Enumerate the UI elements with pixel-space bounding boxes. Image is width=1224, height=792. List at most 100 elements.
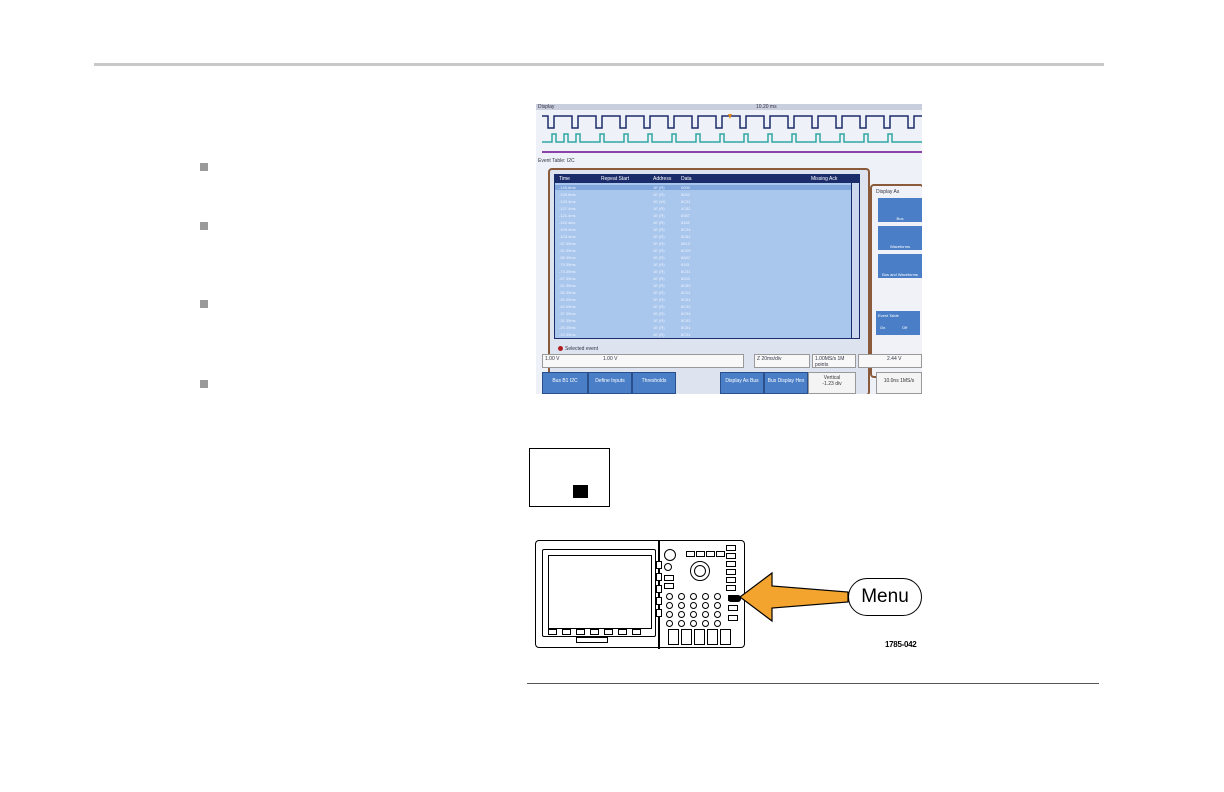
side-button — [656, 609, 662, 617]
display-as-bus-and-waveforms-option[interactable]: Bus and Waveforms — [878, 254, 922, 278]
small-knob-icon — [690, 620, 697, 627]
side-button — [656, 597, 662, 605]
event-table-frame: Time Repeat Start Address Data Missing A… — [548, 168, 870, 394]
table-row[interactable]: -55.39ms 1E (R) 8C01 — [555, 290, 851, 295]
event-table-scrollbar[interactable] — [851, 183, 859, 338]
table-cell: 1E (R) — [653, 318, 665, 323]
table-cell: 1E (R) — [653, 290, 665, 295]
table-cell: -103.4ms — [559, 234, 576, 239]
table-cell: 1E (R) — [653, 241, 665, 246]
front-button — [726, 585, 736, 591]
front-button — [728, 605, 738, 611]
table-cell: 1E (R) — [653, 248, 665, 253]
timebase-readout: Z 20ms/div — [754, 354, 810, 368]
selected-event-icon — [558, 346, 563, 352]
table-cell: 8C82 — [681, 318, 691, 323]
thresholds-button[interactable]: Thresholds — [632, 372, 676, 394]
selected-event-note: Selected event — [558, 346, 598, 352]
small-knob-icon — [678, 611, 685, 618]
footer-rule — [527, 683, 1099, 684]
bus-display-button[interactable]: Bus Display Hex — [764, 372, 808, 394]
display-as-button[interactable]: Display As Bus — [720, 372, 764, 394]
front-button — [664, 583, 674, 589]
table-cell: 8C54 — [681, 311, 691, 316]
table-cell: 8C01 — [681, 290, 691, 295]
bullet-2 — [200, 222, 208, 230]
small-knob-icon — [678, 593, 685, 600]
front-button — [686, 551, 695, 557]
vertical-button[interactable]: Vertical-1.23 div — [808, 372, 856, 394]
table-cell: -43.39ms — [559, 304, 576, 309]
table-cell: 8C82 — [681, 283, 691, 288]
table-row[interactable]: -31.39ms 1E (R) 8C82 — [555, 318, 851, 323]
small-knob-icon — [714, 593, 721, 600]
figure-number: 1785-042 — [885, 640, 917, 649]
bus-button[interactable]: Bus B1 I2C — [542, 372, 588, 394]
front-button — [726, 577, 736, 583]
bezel-button — [618, 629, 627, 635]
display-as-waveforms-option[interactable]: Waveforms — [878, 226, 922, 250]
record-readout: 1.00MS/s 1M points — [812, 354, 856, 368]
table-cell: 8181 — [681, 262, 690, 267]
bezel-slot — [576, 637, 608, 643]
side-button — [656, 585, 662, 593]
event-table-toggle[interactable]: Event Table On Off — [876, 311, 920, 335]
panel-screen — [548, 555, 652, 629]
small-knob-icon — [690, 611, 697, 618]
table-cell: -139.6ms — [559, 192, 576, 197]
table-cell: 4C82 — [681, 206, 691, 211]
small-knob-icon — [678, 602, 685, 609]
col-time: Time — [559, 176, 570, 182]
table-cell: -121.4ms — [559, 213, 576, 218]
table-cell: 8C31 — [681, 199, 691, 204]
table-cell: 1E (R) — [653, 332, 665, 337]
ch2-waveform — [542, 133, 922, 143]
table-cell: -91.39ms — [559, 248, 576, 253]
front-panel-inset — [529, 448, 610, 507]
display-as-side-menu: Display As Bus Waveforms Bus and Wavefor… — [870, 184, 922, 378]
define-inputs-button[interactable]: Define Inputs — [588, 372, 632, 394]
bezel-button — [604, 629, 613, 635]
display-as-bus-option[interactable]: Bus — [878, 198, 922, 222]
menu-button-icon[interactable] — [728, 595, 741, 602]
bezel-button — [548, 629, 557, 635]
table-cell: 1E (R) — [653, 220, 665, 225]
table-cell: 8C51 — [681, 269, 691, 274]
event-table[interactable]: Time Repeat Start Address Data Missing A… — [554, 174, 860, 339]
small-knob-icon — [666, 593, 673, 600]
table-cell: 8387 — [681, 213, 690, 218]
small-knob-icon — [666, 611, 673, 618]
table-cell: 8C81 — [681, 325, 691, 330]
ch1-waveform — [542, 115, 922, 129]
table-cell: -55.39ms — [559, 290, 576, 295]
front-button — [726, 553, 736, 559]
table-cell: 1E (R) — [653, 304, 665, 309]
bezel-button — [590, 629, 599, 635]
table-cell: 8C51 — [681, 332, 691, 337]
side-button — [656, 561, 662, 569]
table-cell: -61.39ms — [559, 283, 576, 288]
table-cell: 8002 — [681, 192, 690, 197]
menu-callout: Menu — [848, 578, 922, 616]
table-cell: -31.39ms — [559, 318, 576, 323]
